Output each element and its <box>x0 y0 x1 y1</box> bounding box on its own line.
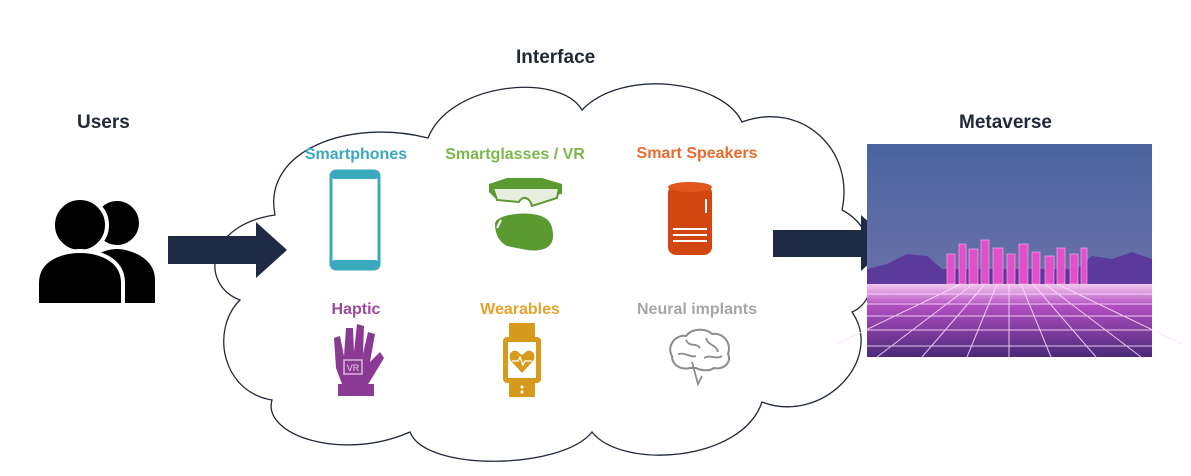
device-label-smartglasses: Smartglasses / VR <box>445 146 585 163</box>
brain-icon <box>669 328 730 387</box>
metaverse-image <box>836 144 1183 358</box>
device-label-haptic: Haptic <box>331 301 381 318</box>
metaverse-heading: Metaverse <box>959 112 1052 133</box>
haptic-glove-icon: VR <box>334 324 384 396</box>
device-label-smart-speakers: Smart Speakers <box>636 145 758 162</box>
vr-label: VR <box>347 363 360 373</box>
interface-heading: Interface <box>516 47 596 68</box>
smartphone-icon <box>329 169 381 271</box>
device-label-neural-implants: Neural implants <box>636 301 758 318</box>
users-heading: Users <box>77 112 130 133</box>
users-icon <box>35 196 159 307</box>
device-label-wearables: Wearables <box>480 301 560 318</box>
smartwatch-icon <box>503 323 541 397</box>
vr-glasses-icon <box>489 178 562 251</box>
users-to-interface-arrow <box>168 222 287 278</box>
device-label-smartphones: Smartphones <box>304 146 408 163</box>
smart-speaker-icon <box>668 182 712 255</box>
interface-to-metaverse-arrow <box>773 215 892 271</box>
